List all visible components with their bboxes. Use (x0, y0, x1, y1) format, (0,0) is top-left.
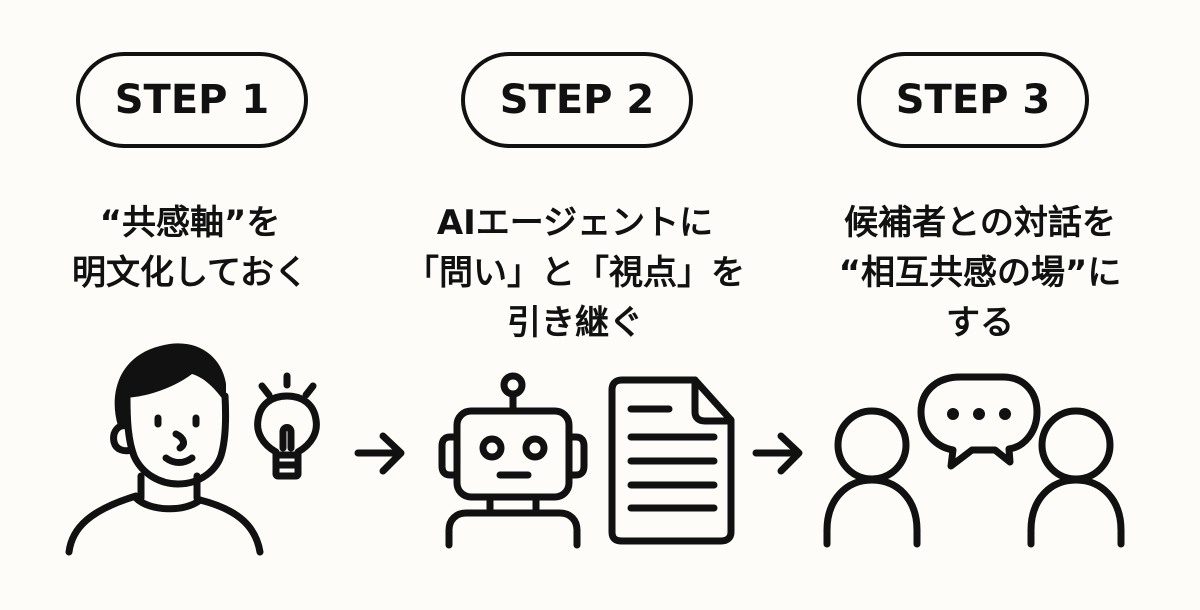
step-1-description: “共感軸”を 明文化しておく (0, 198, 380, 298)
step-2-label: STEP 2 (499, 77, 655, 123)
step-3-label: STEP 3 (895, 77, 1051, 123)
step-3-badge: STEP 3 (857, 52, 1089, 148)
step-3-line-2: “相互共感の場”に (838, 253, 1122, 293)
step-3-line-3: する (946, 303, 1014, 343)
step-2-line-1: AIエージェントに (436, 203, 714, 243)
step-2-badge: STEP 2 (461, 52, 693, 148)
step-1-line-2: 明文化しておく (72, 253, 308, 293)
step-2-description: AIエージェントに 「問い」と「視点」を 引き継ぐ (385, 198, 765, 348)
step-2-line-2: 「問い」と「視点」を (405, 253, 745, 293)
step-3-line-1: 候補者との対話を (844, 203, 1116, 243)
step-1-badge: STEP 1 (76, 52, 308, 148)
step-3-description: 候補者との対話を “相互共感の場”に する (790, 198, 1170, 348)
step-1-line-1: “共感軸”を (99, 203, 281, 243)
step-2-line-3: 引き継ぐ (507, 303, 643, 343)
step-1-label: STEP 1 (114, 77, 270, 123)
